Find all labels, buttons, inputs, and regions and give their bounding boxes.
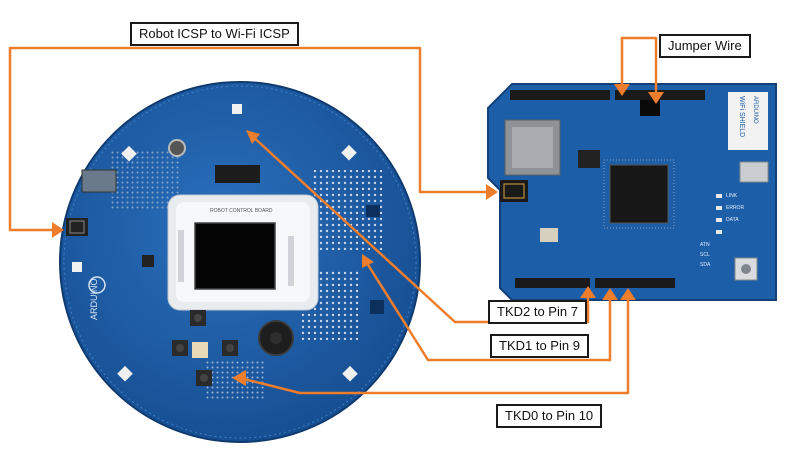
wire-icsp [8,46,494,232]
arrow-tkd1-robot-icon [362,254,374,268]
shield-jumper-block [640,100,660,116]
robot-led-bottom-left [117,365,133,382]
proto-area-bottom [205,360,265,400]
shield-mini-usb [739,161,769,183]
robot-control-label: ROBOT CONTROL BOARD [210,208,273,214]
wire-tkd1 [363,258,612,362]
shield-pin-label-1: LINK [726,193,738,199]
shield-name-label: WiFi SHIELD [738,96,745,137]
robot-led-top-right [341,144,357,161]
lcd-screen [194,222,276,290]
robot-header-top [215,165,260,183]
arrow-icsp-robot-icon [52,222,64,238]
shield-header-bottom-left [515,278,590,288]
shield-icsp-header [500,180,528,202]
robot-led-left-mid [72,262,82,272]
shield-main-processor [609,164,669,224]
robot-led-top [232,104,242,114]
arrow-tkd2-robot-icon [246,130,260,144]
wire-arrowheads [52,84,664,386]
label-tkd2: TKD2 to Pin 7 [488,300,587,324]
robot-icsp-header [66,218,88,236]
robot-led-bottom-right [342,365,358,382]
robot-led-left [121,145,137,162]
wifi-shield-board: WiFi SHIELD ARDUINO LINK ERROR DATA ATN … [487,83,777,301]
shield-pin-label-5: SCL [700,252,710,258]
robot-icsp-pins [69,220,85,234]
robot-potentiometer [168,139,186,157]
robot-control-board: ARDUINO ROBOT CONTROL BOARD [59,81,421,443]
shield-pin-label-4: ATN [700,242,710,248]
shield-header-bottom-right [595,278,675,288]
robot-lcd-module: ROBOT CONTROL BOARD [167,194,319,311]
arrow-tkd1-pin-icon [602,288,618,300]
wire-tkd0 [238,292,630,395]
nav-button-center [192,342,208,358]
arrow-jumper-left-icon [614,84,630,96]
proto-area-top-left [110,150,180,210]
label-tkd1: TKD1 to Pin 9 [490,334,589,358]
shield-brand-label: ARDUINO [752,96,758,124]
arrow-tkd0-pin-icon [620,288,636,300]
arrow-jumper-right-icon [648,92,664,104]
label-tkd0: TKD0 to Pin 10 [496,404,603,428]
shield-pin-label-2: ERROR [726,205,744,211]
robot-nav-buttons [172,310,238,386]
wire-jumper [620,36,658,100]
shield-wifi-module [578,150,600,168]
robot-ic-chip [81,169,117,193]
arrow-tkd2-pin-icon [580,286,596,298]
robot-port-right-lower [370,300,384,314]
shield-status-leds [716,194,722,234]
shield-header-top-left [510,90,610,100]
arrow-tkd0-robot-icon [232,370,246,386]
robot-port-right [366,205,380,217]
robot-logo-icon [88,276,106,294]
robot-brand-label: ARDUINO [89,278,99,320]
shield-pin-label-6: SDA [700,262,711,268]
shield-label-plate [728,92,768,150]
arrow-icsp-shield-icon [486,184,498,200]
label-robot-icsp: Robot ICSP to Wi-Fi ICSP [130,22,299,46]
shield-pin-label-3: DATA [726,217,739,223]
robot-ic-small [142,255,154,267]
shield-small-chip [540,228,558,242]
label-jumper-wire: Jumper Wire [659,34,751,58]
